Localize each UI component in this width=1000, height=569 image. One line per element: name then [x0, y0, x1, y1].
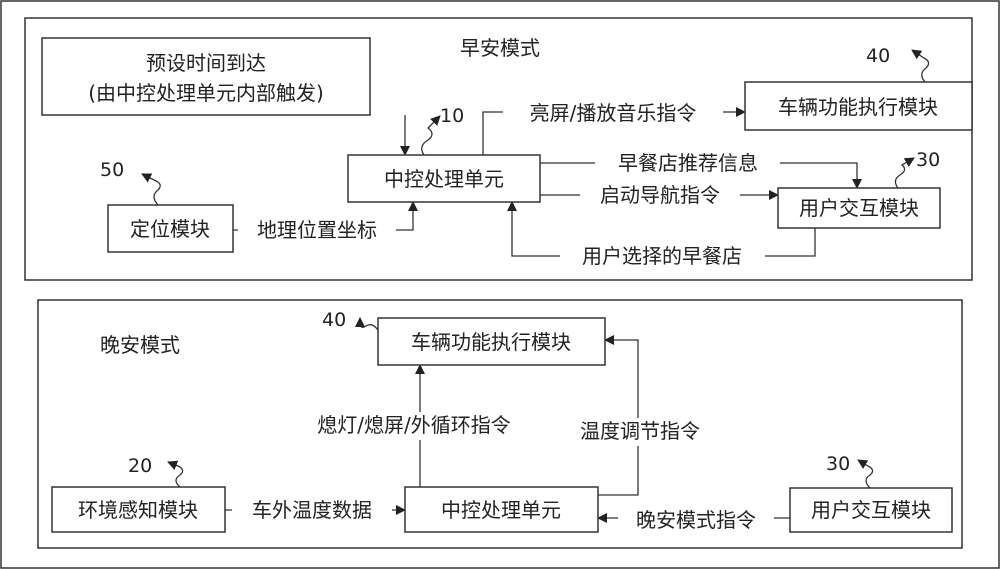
night-ref-arrow-40 [355, 317, 379, 331]
ref-arrow-20 [167, 460, 184, 488]
ref-10: 10 [440, 105, 464, 127]
ref-arrow-10 [421, 115, 441, 156]
label-geo: 地理位置坐标 [257, 218, 377, 242]
ref-40: 40 [866, 45, 890, 67]
env-module-box [51, 486, 226, 533]
label-lights-off: 熄灯/熄屏/外循环指令 [317, 413, 510, 437]
night-mode-panel: 晚安模式 车外温度数据 熄灯/熄屏/外循环指令 温度调节指令 晚安模式指令 车辆… [37, 299, 963, 549]
night-user-module-label: 用户交互模块 [811, 498, 931, 522]
ref-30: 30 [916, 149, 940, 171]
ref-arrow-40 [911, 49, 930, 83]
edge-temp-adjust [598, 335, 639, 496]
vehicle-module-box [744, 81, 973, 131]
morning-frame [24, 17, 973, 281]
label-temp-adjust: 温度调节指令 [580, 419, 700, 443]
night-ref-30: 30 [826, 453, 850, 475]
night-user-module-box [789, 487, 953, 533]
night-central-unit-label: 中控处理单元 [441, 498, 561, 522]
ref-20: 20 [128, 455, 152, 477]
location-module-label: 定位模块 [130, 217, 210, 241]
preset-line1: 预设时间到达 [146, 51, 266, 75]
vehicle-module-label: 车辆功能执行模块 [778, 95, 938, 119]
night-frame [37, 299, 963, 549]
preset-time-box [41, 37, 371, 116]
central-unit-box [347, 154, 541, 203]
night-ref-arrow-30 [857, 459, 874, 489]
label-breakfast-info: 早餐店推荐信息 [618, 151, 758, 175]
night-vehicle-module-label: 车辆功能执行模块 [411, 330, 571, 354]
user-module-label: 用户交互模块 [799, 196, 919, 220]
label-screen-music: 亮屏/播放音乐指令 [530, 101, 697, 125]
ref-50: 50 [100, 159, 124, 181]
morning-mode-panel: 早安模式 亮屏/播放音乐指令 早餐店推荐信息 启动导航指令 用户选择的早餐店 地… [24, 17, 973, 281]
ref-arrow-30 [894, 157, 915, 189]
user-module-box [777, 187, 941, 229]
night-title: 晚安模式 [100, 333, 180, 357]
morning-title: 早安模式 [460, 36, 540, 60]
label-night-cmd: 晚安模式指令 [636, 508, 756, 532]
location-module-box [107, 204, 234, 253]
label-navigation: 启动导航指令 [600, 183, 720, 207]
night-ref-40: 40 [322, 309, 346, 331]
env-module-label: 环境感知模块 [78, 498, 198, 522]
central-unit-label: 中控处理单元 [384, 167, 504, 191]
label-selected-shop: 用户选择的早餐店 [582, 244, 742, 268]
ref-arrow-50 [141, 173, 161, 206]
night-central-unit-box [404, 486, 599, 533]
label-temp-data: 车外温度数据 [252, 498, 372, 522]
preset-line2: (由中控处理单元内部触发) [88, 81, 324, 105]
night-vehicle-module-box [377, 317, 606, 366]
